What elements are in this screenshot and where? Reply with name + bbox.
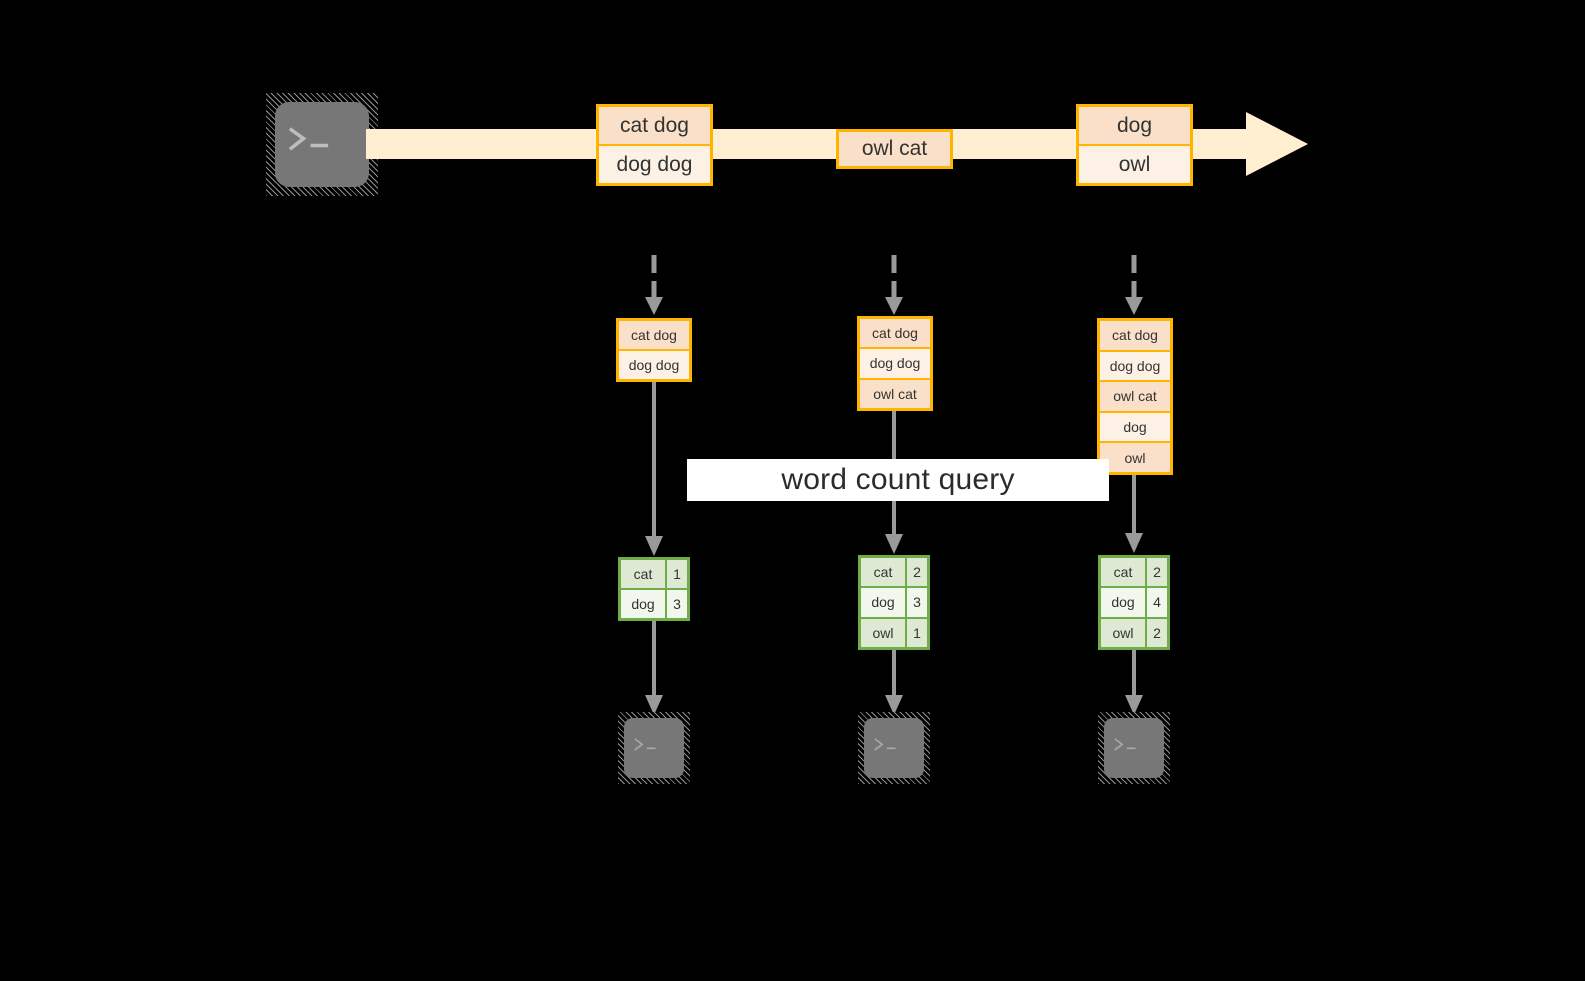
result-word: dog (1101, 588, 1145, 617)
stream-event-3: dog owl (1076, 104, 1193, 186)
table-row: cat 2 (861, 558, 927, 587)
result-word: dog (861, 588, 905, 617)
result-word: owl (1101, 618, 1145, 647)
terminal-body (864, 718, 924, 778)
snapshot-3-input-row: cat dog (1100, 321, 1170, 350)
table-row: cat 1 (621, 560, 687, 588)
snapshot-1-result-table: cat 1 dog 3 (618, 557, 690, 621)
terminal-body (275, 102, 369, 187)
prompt-glyph-icon (289, 127, 329, 151)
snapshot-2-input-row: cat dog (860, 319, 930, 348)
connector-snapshot-3-query (1125, 475, 1143, 553)
connector-stream-to-snapshot-1 (645, 255, 663, 315)
result-count: 1 (665, 560, 687, 588)
prompt-glyph-icon (874, 738, 896, 751)
snapshot-2-input-row: owl cat (860, 377, 930, 408)
stream-event-3-line-2: owl (1079, 144, 1190, 183)
snapshot-2-sink-terminal-icon (858, 712, 930, 784)
table-row: dog 4 (1101, 586, 1167, 617)
snapshot-2-input-row: dog dog (860, 347, 930, 378)
terminal-body (1104, 718, 1164, 778)
table-row: dog 3 (861, 586, 927, 617)
snapshot-3-sink-terminal-icon (1098, 712, 1170, 784)
snapshot-1-input-table: cat dog dog dog (616, 318, 692, 382)
connector-snapshot-1-sink (645, 621, 663, 715)
result-count: 2 (1145, 558, 1167, 587)
prompt-glyph-icon (1114, 738, 1136, 751)
stream-event-2: owl cat (836, 129, 953, 169)
snapshot-3-input-row: dog dog (1100, 349, 1170, 381)
source-terminal-icon (266, 93, 378, 196)
table-row: owl 2 (1101, 616, 1167, 647)
stream-event-3-line-1: dog (1079, 107, 1190, 144)
result-word: cat (621, 560, 665, 588)
prompt-glyph-icon (634, 738, 656, 751)
stream-event-1-line-1: cat dog (599, 107, 710, 144)
snapshot-1-sink-terminal-icon (618, 712, 690, 784)
connector-snapshot-2-sink (885, 650, 903, 715)
result-count: 4 (1145, 588, 1167, 617)
stream-event-1: cat dog dog dog (596, 104, 713, 186)
snapshot-2-result-table: cat 2 dog 3 owl 1 (858, 555, 930, 650)
table-row: cat 2 (1101, 558, 1167, 587)
snapshot-3-result-table: cat 2 dog 4 owl 2 (1098, 555, 1170, 650)
result-word: dog (621, 590, 665, 618)
connector-snapshot-3-sink (1125, 650, 1143, 715)
stream-event-2-line-1: owl cat (839, 132, 950, 166)
connector-stream-to-snapshot-2 (885, 255, 903, 315)
snapshot-3-input-row: dog (1100, 410, 1170, 442)
result-word: cat (861, 558, 905, 587)
connector-snapshot-1-query (645, 382, 663, 556)
table-row: owl 1 (861, 616, 927, 647)
connector-stream-to-snapshot-3 (1125, 255, 1143, 315)
snapshot-3-input-row: owl (1100, 441, 1170, 472)
result-count: 2 (1145, 618, 1167, 647)
snapshot-2-input-table: cat dog dog dog owl cat (857, 316, 933, 411)
snapshot-1-input-row: dog dog (619, 349, 689, 379)
query-label: word count query (687, 459, 1109, 501)
snapshot-3-input-table: cat dog dog dog owl cat dog owl (1097, 318, 1173, 475)
terminal-body (624, 718, 684, 778)
stream-event-1-line-2: dog dog (599, 144, 710, 183)
result-count: 1 (905, 618, 927, 647)
result-count: 3 (905, 588, 927, 617)
result-word: cat (1101, 558, 1145, 587)
result-word: owl (861, 618, 905, 647)
snapshot-3-input-row: owl cat (1100, 380, 1170, 411)
result-count: 2 (905, 558, 927, 587)
result-count: 3 (665, 590, 687, 618)
snapshot-1-input-row: cat dog (619, 321, 689, 349)
table-row: dog 3 (621, 588, 687, 618)
